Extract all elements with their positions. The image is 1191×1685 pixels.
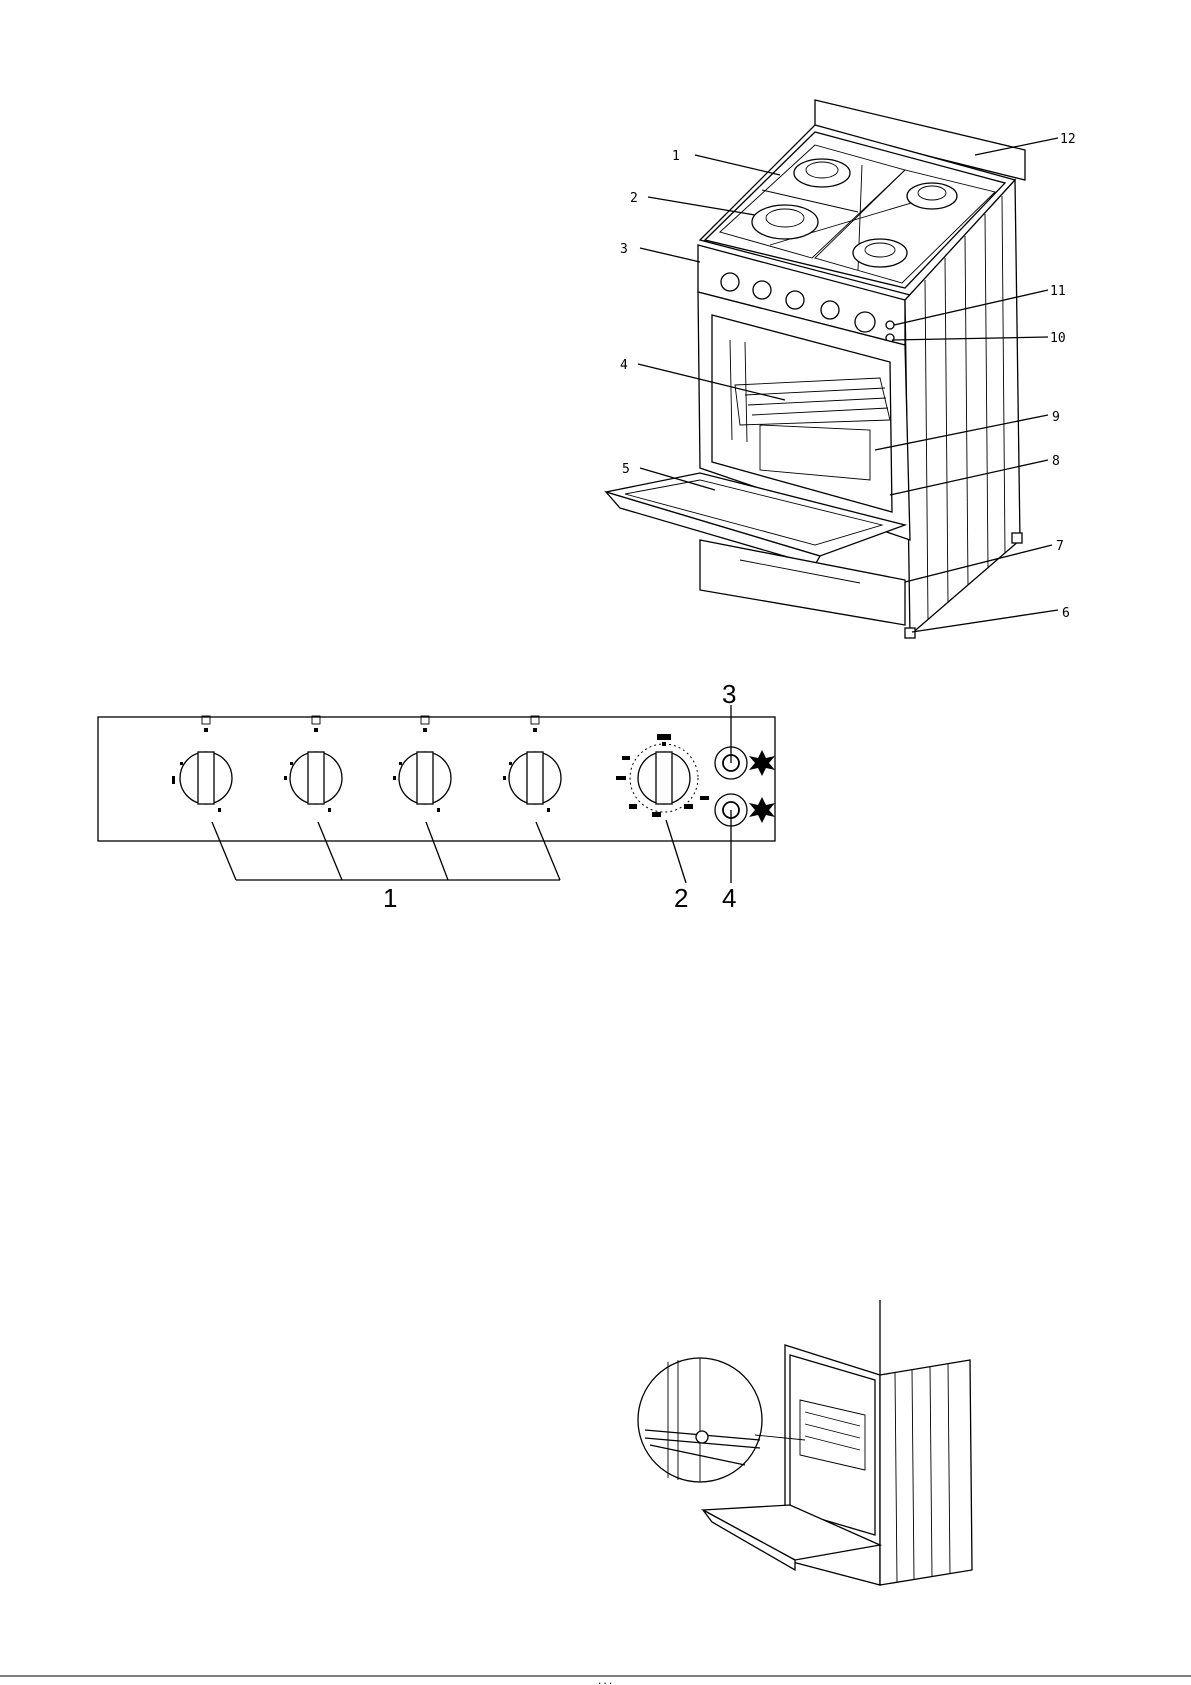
panel-label-3: 3	[722, 679, 736, 709]
callout-11: 11	[1050, 284, 1066, 299]
panel-label-4: 4	[722, 883, 736, 913]
callout-10: 10	[1050, 331, 1066, 346]
callout-12: 12	[1060, 132, 1076, 147]
footer-text: ...	[597, 1677, 613, 1685]
shelf-detail-drawing	[638, 1300, 972, 1585]
control-panel-diagram: 1 2 3 4	[98, 679, 775, 913]
oven-knob-icon	[616, 734, 709, 817]
hob-knob-icon	[284, 716, 342, 812]
hob-knob-icon	[503, 716, 561, 812]
callout-8: 8	[1052, 454, 1060, 469]
spark-icon	[749, 750, 775, 776]
hob-knob-icon	[393, 716, 451, 812]
callout-5: 5	[622, 462, 630, 477]
panel-label-2: 2	[674, 883, 688, 913]
footer: ...	[0, 1676, 1191, 1685]
hob-knob-icon	[172, 716, 232, 812]
callout-7: 7	[1056, 539, 1064, 554]
spark-icon	[749, 797, 775, 823]
panel-label-1: 1	[383, 883, 397, 913]
cooker-drawing	[606, 100, 1025, 638]
hob-knob-group	[172, 716, 561, 812]
callout-4: 4	[620, 358, 628, 373]
callout-2: 2	[630, 191, 638, 206]
callout-9: 9	[1052, 410, 1060, 425]
callout-1: 1	[672, 149, 680, 164]
callout-3: 3	[620, 242, 628, 257]
callout-6: 6	[1062, 606, 1070, 621]
